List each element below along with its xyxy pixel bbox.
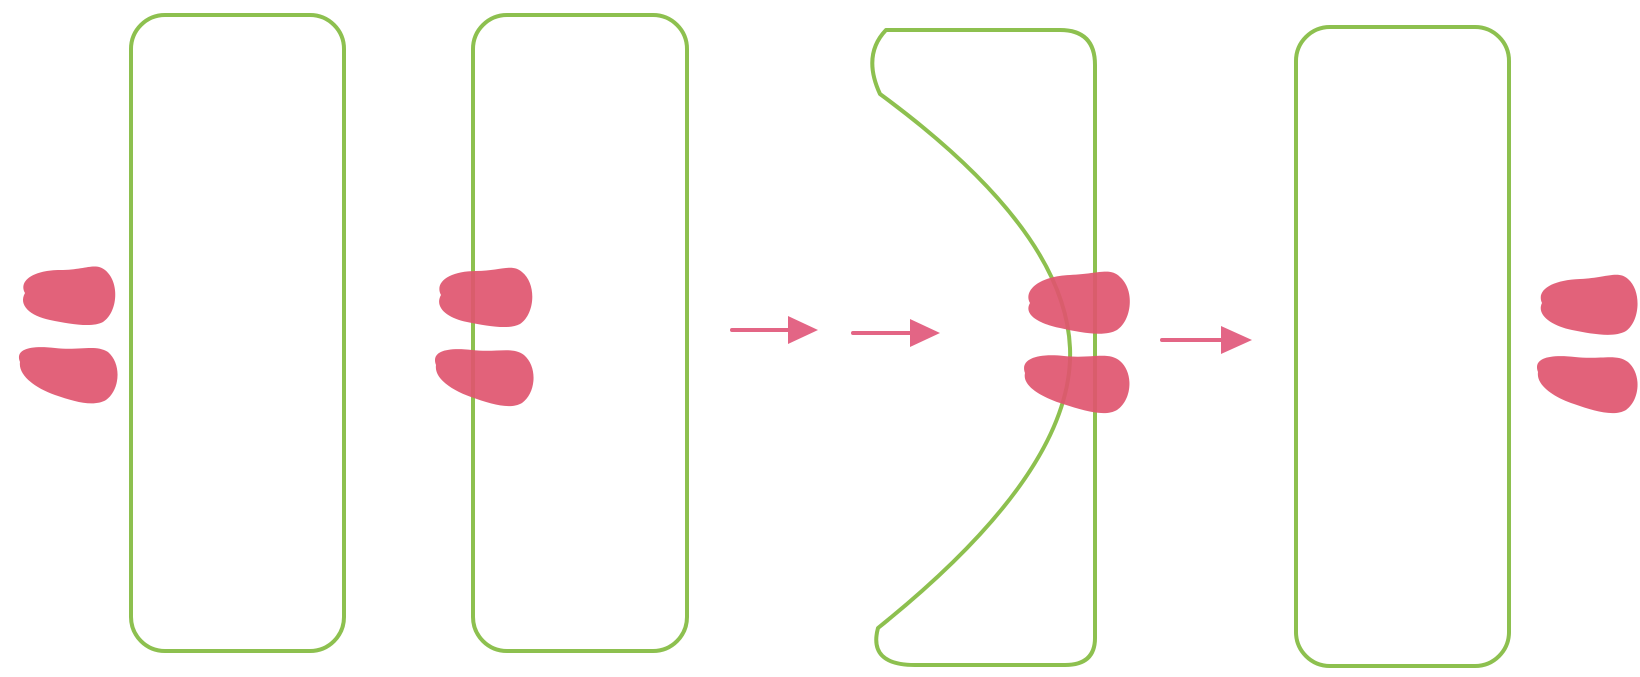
panel-3 <box>872 30 1130 665</box>
blob-upper-2 <box>439 268 532 327</box>
arrow-1-head <box>788 316 818 344</box>
cell-outline-4 <box>1296 27 1509 666</box>
blob-lower-1 <box>19 347 118 403</box>
panel-4 <box>1296 27 1638 666</box>
blob-lower-2 <box>435 349 534 406</box>
blob-lower-3 <box>1024 355 1129 413</box>
cell-outline-1 <box>131 15 344 651</box>
arrow-2 <box>853 319 940 347</box>
blob-upper-4 <box>1541 275 1638 335</box>
cell-outline-3 <box>872 30 1095 665</box>
arrow-2-head <box>910 319 940 347</box>
blob-upper-1 <box>23 266 115 325</box>
panel-1 <box>19 15 344 651</box>
arrow-3 <box>1162 326 1252 354</box>
panel-2 <box>435 15 687 651</box>
arrow-1 <box>732 316 818 344</box>
cell-outline-2 <box>473 15 687 651</box>
arrow-3-head <box>1221 326 1252 354</box>
blob-lower-4 <box>1537 356 1638 413</box>
blob-upper-3 <box>1028 272 1129 334</box>
